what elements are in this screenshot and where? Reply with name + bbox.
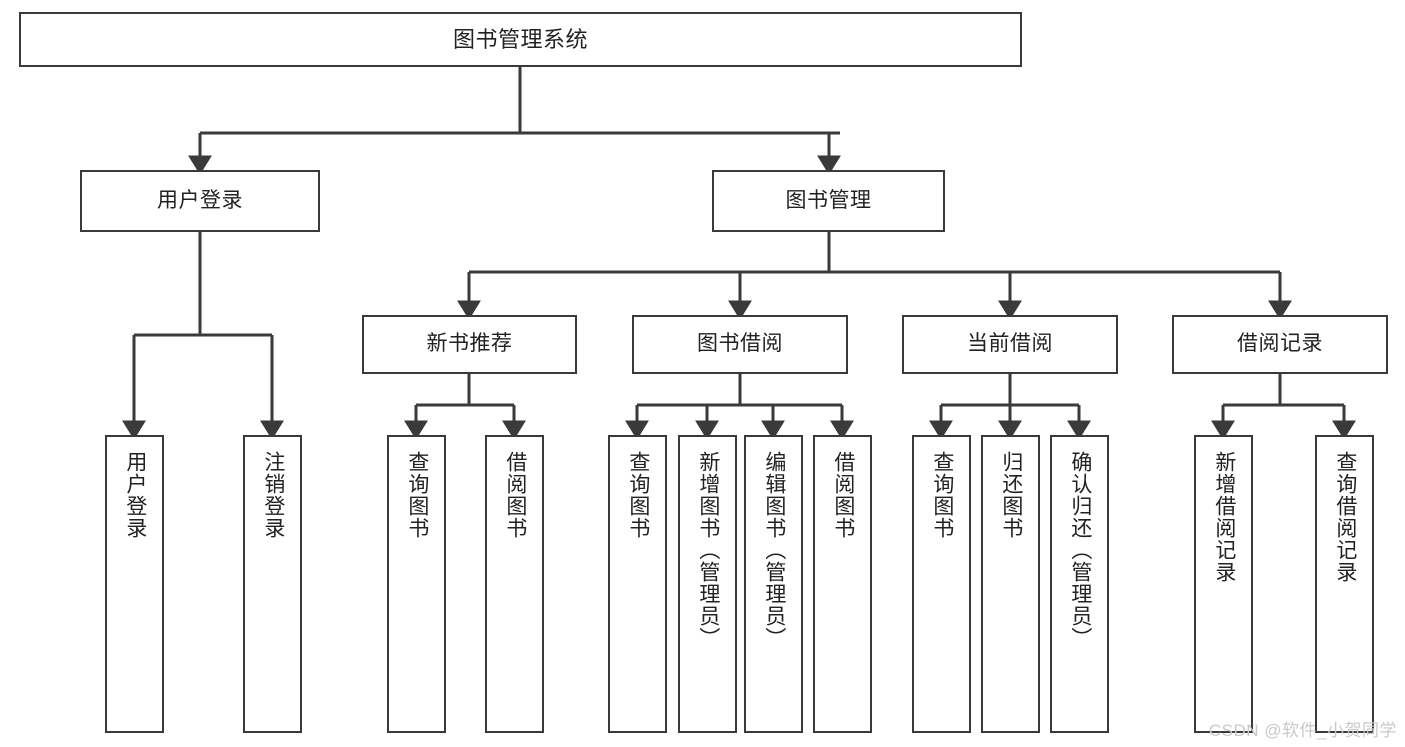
node-leaf-current-borrow-return[interactable]: 归还图书	[981, 435, 1040, 733]
node-new-book-recommendation[interactable]: 新书推荐	[362, 315, 577, 374]
node-leaf-borrow-record-add[interactable]: 新增借阅记录	[1194, 435, 1253, 733]
node-user-login[interactable]: 用户登录	[80, 170, 320, 232]
node-label: 编辑图书（管理员）	[762, 451, 786, 649]
node-label: 新增借阅记录	[1212, 451, 1236, 583]
node-label: 查询图书	[930, 451, 954, 539]
node-leaf-book-borrow-query[interactable]: 查询图书	[608, 435, 667, 733]
node-label: 借阅图书	[831, 451, 855, 539]
node-label: 注销登录	[261, 451, 285, 539]
node-book-borrowing[interactable]: 图书借阅	[632, 315, 848, 374]
node-label: 查询图书	[405, 451, 429, 539]
node-leaf-book-borrow-borrow[interactable]: 借阅图书	[813, 435, 872, 733]
node-root-book-management-system[interactable]: 图书管理系统	[19, 12, 1022, 67]
node-leaf-user-login-signin[interactable]: 用户登录	[105, 435, 164, 733]
node-label: 查询借阅记录	[1333, 451, 1357, 583]
node-label: 当前借阅	[967, 332, 1053, 356]
node-leaf-borrow-record-query[interactable]: 查询借阅记录	[1315, 435, 1374, 733]
node-borrowing-record[interactable]: 借阅记录	[1172, 315, 1388, 374]
node-label: 用户登录	[157, 188, 243, 212]
node-label: 图书管理	[785, 188, 872, 212]
node-label: 用户登录	[123, 451, 147, 539]
node-leaf-current-borrow-query[interactable]: 查询图书	[912, 435, 971, 733]
node-label: 借阅记录	[1237, 332, 1323, 356]
node-leaf-new-book-borrow[interactable]: 借阅图书	[485, 435, 544, 733]
node-label: 确认归还（管理员）	[1068, 451, 1092, 649]
node-label: 查询图书	[626, 451, 650, 539]
node-book-management[interactable]: 图书管理	[712, 170, 945, 232]
node-label: 图书借阅	[697, 332, 783, 356]
node-label: 新增图书（管理员）	[696, 451, 720, 649]
node-label: 新书推荐	[426, 332, 513, 356]
node-label: 归还图书	[999, 451, 1023, 539]
node-leaf-current-borrow-confirm-return[interactable]: 确认归还（管理员）	[1050, 435, 1109, 733]
node-leaf-book-borrow-edit[interactable]: 编辑图书（管理员）	[744, 435, 803, 733]
node-leaf-book-borrow-add[interactable]: 新增图书（管理员）	[678, 435, 737, 733]
watermark-text: CSDN @软件_小贺同学	[1208, 721, 1397, 740]
node-label: 借阅图书	[503, 451, 527, 539]
node-leaf-new-book-query[interactable]: 查询图书	[387, 435, 446, 733]
node-leaf-user-login-signout[interactable]: 注销登录	[243, 435, 302, 733]
node-current-borrowing[interactable]: 当前借阅	[902, 315, 1118, 374]
node-label: 图书管理系统	[452, 26, 588, 52]
